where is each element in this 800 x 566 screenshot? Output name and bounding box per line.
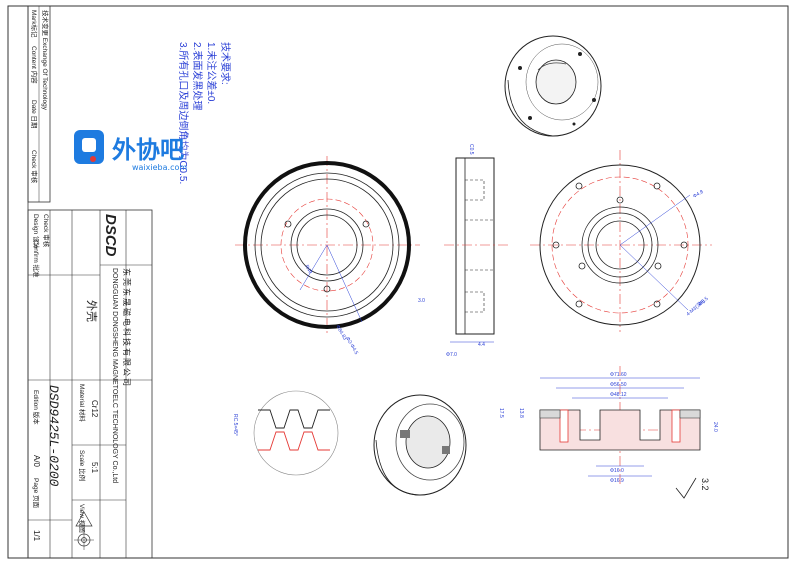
section-view: Φ71.60 Φ56.50 Φ48.12 Φ16.0 Φ16.9 17.5 13…	[498, 366, 718, 486]
company-name-en: DONGGUAN DONGSHENG MAGNETOELC TECHNOLOGY…	[111, 268, 118, 483]
section-dim-6: 17.5	[498, 408, 504, 418]
confirm-label: Confirm 批准	[32, 240, 41, 278]
detail-dim-1: RC.5×45°	[232, 414, 238, 436]
tech-req-item-1: 1.未注公差±0.	[205, 42, 218, 104]
sheet-border	[7, 5, 789, 559]
front-view: Φ84.83 Φ2-Φ4.5 R40	[235, 156, 420, 356]
side-view: C0.5 3.0 Φ7.0 4.4	[418, 144, 510, 358]
design-label: Design 设计	[32, 214, 41, 250]
section-dim-5: Φ16.9	[610, 478, 624, 484]
surface-finish-value: 3.2	[700, 478, 710, 491]
revision-block: Mark标记 Content 内容 Date 日期 Check 审核 技术变更 …	[27, 5, 51, 203]
section-dim-7: 13.8	[518, 408, 524, 418]
section-dim-4: Φ16.0	[610, 468, 624, 474]
side-dim-1: C0.5	[468, 144, 474, 155]
watermark-logo: 外协吧 waixieba.com	[74, 130, 187, 172]
page-value: 1/1	[32, 530, 41, 542]
side-dim-2: 3.0	[418, 298, 425, 304]
material-label: Material 材料	[78, 384, 87, 422]
technical-requirements: 技术要求: 1.未注公差±0. 2.表面发黑处理 3.所有孔口及周边倒角均为C0…	[177, 42, 232, 184]
edition-label: Edition 版本	[32, 390, 41, 425]
watermark-url: waixieba.com	[132, 163, 187, 172]
tech-req-item-3: 3.所有孔口及周边倒角均为C0.5.	[177, 42, 190, 184]
iso-view-bottom	[373, 394, 467, 496]
side-dim-4: 4.4	[478, 342, 485, 348]
revision-date: Date 日期	[30, 100, 38, 129]
edition-value: A/0	[32, 455, 41, 468]
section-dim-1: Φ71.60	[610, 372, 627, 378]
iso-view-top	[504, 35, 602, 137]
section-dim-3: Φ48.12	[610, 392, 627, 398]
revision-content: Content 内容	[30, 46, 39, 84]
material-value: Cr12	[90, 400, 99, 418]
revision-mark: Mark标记	[30, 10, 39, 38]
detail-view: RC.5×45°	[232, 390, 339, 476]
title-block: Design 设计 Check 审核 Confirm 批准 DSCD DONGG…	[27, 209, 153, 559]
scale-value: 5:1	[90, 462, 99, 474]
page-label: Page 页面	[32, 478, 40, 508]
tech-req-item-2: 2.表面发黑处理	[191, 42, 204, 110]
drawing-number: DSD9425L-0200	[46, 385, 61, 487]
front-dim-3: R40	[303, 264, 313, 275]
part-name: 外壳	[85, 300, 99, 322]
side-dim-3: Φ7.0	[446, 352, 457, 358]
check-label: Check 审核	[42, 214, 51, 248]
right-dim-3: Φ8.5	[697, 296, 709, 308]
right-dim-1: Φ4.8	[692, 189, 705, 200]
section-dim-8: 24.0	[712, 422, 718, 432]
right-view: Φ4.8 4-M3(深5) Φ8.5	[530, 150, 712, 332]
company-logo: DSCD	[102, 214, 119, 257]
front-dim-2: Φ2-Φ4.5	[344, 336, 359, 356]
company-name-cn: 东莞东晟磁电科技有限公司	[122, 268, 132, 388]
revision-check: Check 审核	[30, 150, 39, 184]
section-dim-2: Φ56.50	[610, 382, 627, 388]
projection-symbol-icon	[74, 511, 94, 550]
watermark-brand: 外协吧	[112, 136, 184, 164]
surface-finish-symbol-icon: 3.2	[675, 477, 710, 499]
revision-exchange: 技术变更 Exchange Of Technology	[41, 10, 50, 111]
tech-req-heading: 技术要求:	[219, 42, 232, 85]
scale-label: Scale 比例	[78, 450, 87, 481]
view-label: View 视图	[78, 504, 87, 533]
